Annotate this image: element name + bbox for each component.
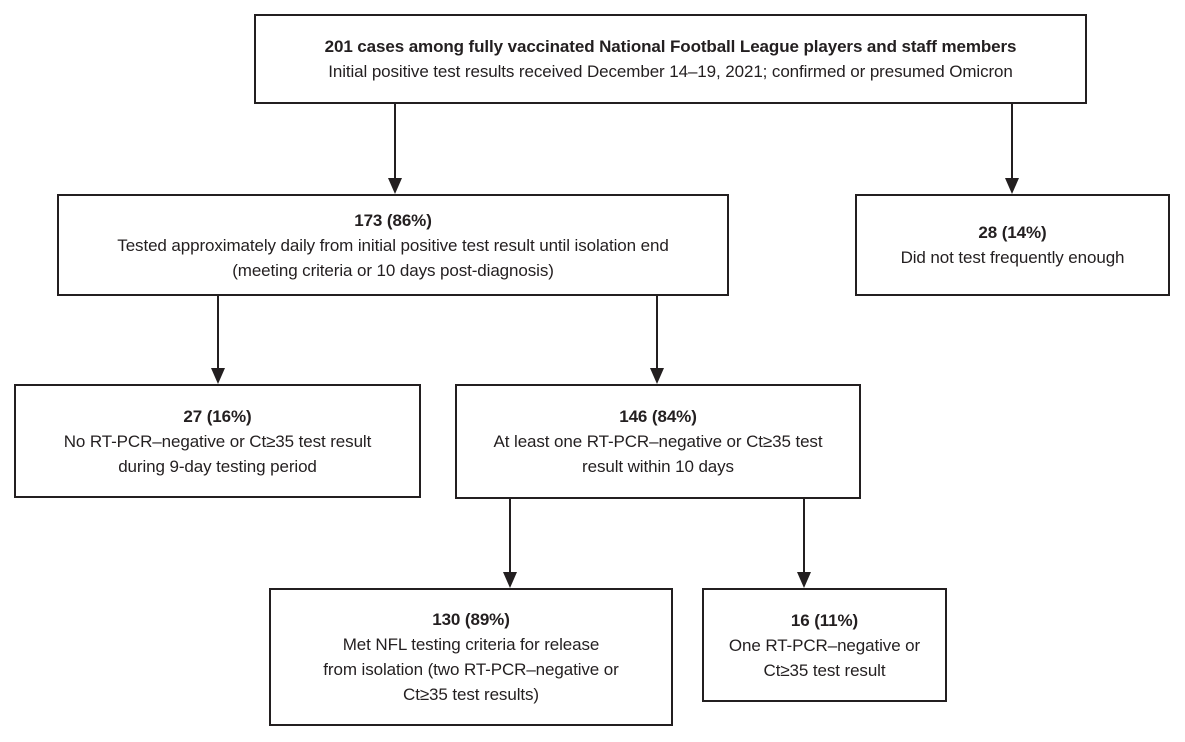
node-line: from isolation (two RT-PCR–negative or bbox=[323, 660, 619, 679]
arrow-shaft bbox=[656, 296, 658, 368]
arrow-shaft bbox=[803, 499, 805, 572]
arrow-tested-daily-to-at-least-one bbox=[650, 296, 664, 384]
arrowhead-down-icon bbox=[650, 368, 664, 384]
node-heading: 16 (11%) bbox=[790, 610, 859, 630]
node-heading: 130 (89%) bbox=[432, 610, 510, 629]
node-line: result within 10 days bbox=[582, 457, 734, 476]
arrow-shaft bbox=[394, 104, 396, 178]
node-line: Ct≥35 test result bbox=[763, 660, 886, 680]
node-173-tested-daily: 173 (86%) Tested approximately daily fro… bbox=[57, 194, 729, 296]
arrow-shaft bbox=[509, 499, 511, 572]
node-28-did-not-test: 28 (14%) Did not test frequently enough bbox=[855, 194, 1170, 296]
arrow-at-least-one-to-met-criteria bbox=[503, 499, 517, 588]
arrowhead-down-icon bbox=[797, 572, 811, 588]
node-heading: 27 (16%) bbox=[183, 406, 252, 426]
node-16-one-negative-result: 16 (11%) One RT-PCR–negative or Ct≥35 te… bbox=[702, 588, 947, 702]
arrowhead-down-icon bbox=[211, 368, 225, 384]
arrow-tested-daily-to-no-negative bbox=[211, 296, 225, 384]
node-line: No RT-PCR–negative or Ct≥35 test result bbox=[63, 431, 372, 451]
node-heading: 173 (86%) bbox=[354, 210, 432, 230]
arrow-root-to-tested-daily bbox=[388, 104, 402, 194]
arrow-at-least-one-to-one-negative bbox=[797, 499, 811, 588]
node-line: Met NFL testing criteria for release bbox=[342, 635, 600, 654]
node-27-no-negative-result: 27 (16%) No RT-PCR–negative or Ct≥35 tes… bbox=[14, 384, 421, 498]
node-heading: 146 (84%) bbox=[619, 407, 697, 426]
arrow-shaft bbox=[1011, 104, 1013, 178]
node-line: during 9-day testing period bbox=[118, 456, 317, 476]
arrowhead-down-icon bbox=[1005, 178, 1019, 194]
node-line: Tested approximately daily from initial … bbox=[117, 235, 669, 255]
arrow-shaft bbox=[217, 296, 219, 368]
node-line: One RT-PCR–negative or bbox=[728, 635, 921, 655]
node-line: At least one RT-PCR–negative or Ct≥35 te… bbox=[493, 432, 823, 451]
node-heading: 201 cases among fully vaccinated Nationa… bbox=[324, 37, 1017, 56]
arrowhead-down-icon bbox=[503, 572, 517, 588]
node-130-met-nfl-criteria: 130 (89%) Met NFL testing criteria for r… bbox=[269, 588, 673, 726]
node-line: Ct≥35 test results) bbox=[403, 685, 539, 704]
node-heading: 28 (14%) bbox=[978, 223, 1047, 242]
node-line: Initial positive test results received D… bbox=[328, 62, 1013, 81]
node-line: Did not test frequently enough bbox=[900, 248, 1125, 267]
node-146-at-least-one-negative: 146 (84%) At least one RT-PCR–negative o… bbox=[455, 384, 861, 499]
arrow-root-to-not-frequent bbox=[1005, 104, 1019, 194]
node-line: (meeting criteria or 10 days post-diagno… bbox=[232, 260, 554, 280]
node-201-cases: 201 cases among fully vaccinated Nationa… bbox=[254, 14, 1087, 104]
arrowhead-down-icon bbox=[388, 178, 402, 194]
